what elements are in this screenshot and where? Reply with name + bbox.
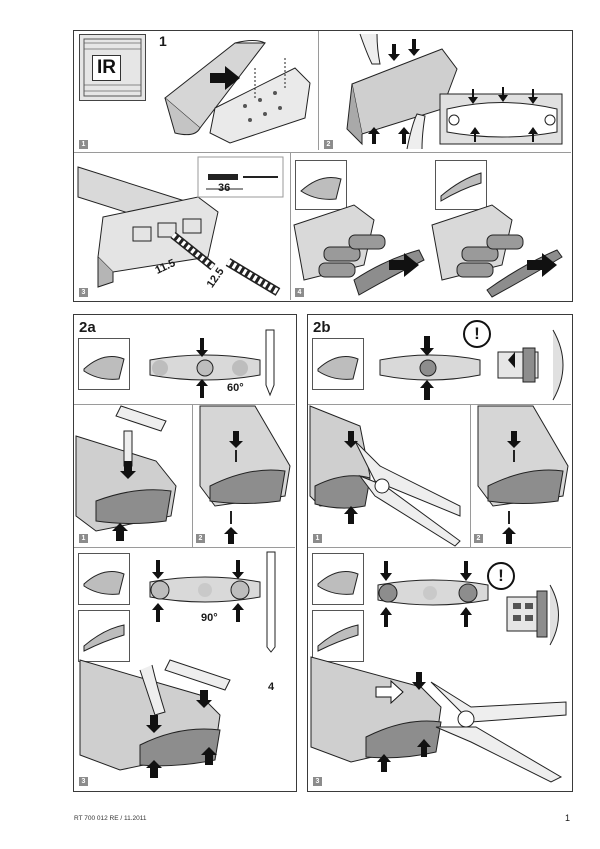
warning-mark: ! — [498, 566, 504, 585]
2a-plate-60 — [149, 329, 275, 398]
section-2a-title: 2a — [79, 319, 96, 336]
figure-1-profile-plate — [164, 40, 311, 144]
2a-step1-hammer — [75, 405, 177, 541]
top-vertical-divider — [318, 31, 319, 150]
2b-inset-a — [312, 553, 364, 605]
step-badge-top-3: 3 — [79, 288, 88, 297]
2a-inset-b — [78, 610, 130, 662]
figure-4-rollers-right — [431, 204, 563, 298]
2b-warning-icon-2: ! — [487, 562, 515, 590]
2b-plate-two-pinch — [377, 561, 489, 627]
top-4-inset-left — [295, 160, 347, 210]
top-4-inset-right — [435, 160, 487, 210]
figure-3-drilling — [77, 156, 284, 296]
step-badge-2a-1: 1 — [79, 534, 88, 543]
2b-step2-screw — [477, 405, 569, 544]
top-horizontal-divider — [74, 152, 571, 153]
2a-h-divider-2 — [74, 547, 295, 548]
figure-2-press-plate — [346, 33, 563, 150]
angle-90: 90° — [201, 612, 218, 624]
2b-plate-pinch — [379, 336, 481, 400]
step-badge-top-2: 2 — [324, 140, 333, 149]
2b-detail-clip — [497, 329, 564, 401]
step-badge-2b-2: 2 — [474, 534, 483, 543]
ir-label: IR — [92, 55, 121, 81]
2a-h-divider-1 — [74, 404, 295, 405]
figure-4-rollers-left — [293, 204, 425, 296]
2b-inset-part — [312, 338, 364, 390]
2b-step1-pliers — [309, 405, 461, 547]
step-badge-2a-3: 3 — [79, 777, 88, 786]
2b-detail-clip-2 — [506, 584, 559, 646]
2b-inset-b — [312, 610, 364, 662]
2a-v-divider — [192, 404, 193, 547]
section-1-title: 1 — [159, 33, 167, 49]
angle-60: 60° — [227, 382, 244, 394]
2b-warning-icon-1: ! — [463, 320, 491, 348]
2a-step2-screw — [199, 405, 291, 544]
2b-h-divider-1 — [308, 404, 571, 405]
dim-pin-4: 4 — [268, 681, 275, 693]
2b-h-divider-2 — [308, 547, 571, 548]
step-badge-2b-1: 1 — [313, 534, 322, 543]
2b-v-divider — [470, 404, 471, 547]
warning-mark: ! — [474, 324, 480, 343]
2a-step3-hammer — [79, 659, 231, 778]
ir-door-icon: IR — [79, 34, 146, 101]
top-vertical-divider-2 — [290, 153, 291, 300]
step-badge-2b-3: 3 — [313, 777, 322, 786]
2a-inset-a — [78, 553, 130, 605]
2b-step3-pliers — [310, 656, 567, 783]
dim-36: 36 — [218, 182, 231, 194]
step-badge-2a-2: 2 — [196, 534, 205, 543]
2a-inset-part — [78, 338, 130, 390]
step-badge-top-1: 1 — [79, 140, 88, 149]
document-id: RT 700 012 RE / 11.2011 — [74, 815, 147, 822]
step-badge-top-4: 4 — [295, 288, 304, 297]
2a-plate-90 — [149, 551, 276, 653]
page-number: 1 — [564, 813, 570, 823]
section-2b-title: 2b — [313, 319, 331, 336]
